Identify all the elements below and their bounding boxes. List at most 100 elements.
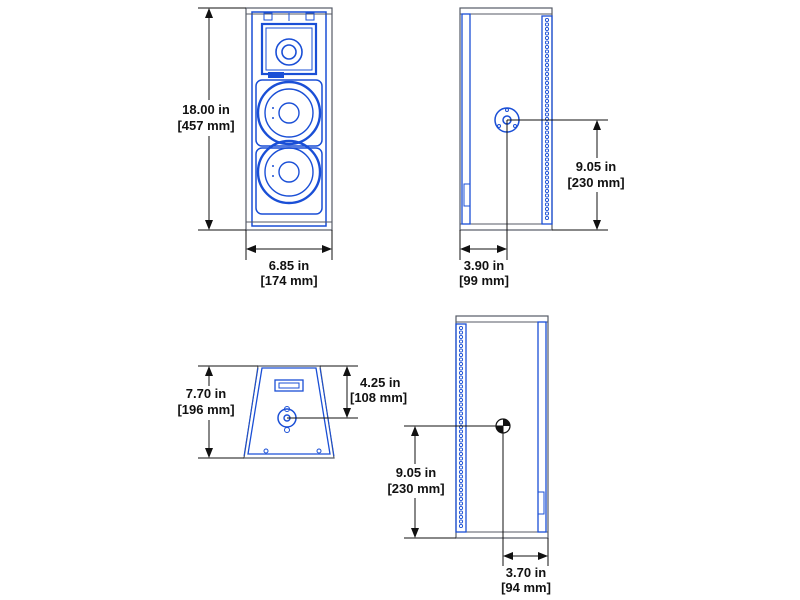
left-side-height-inches-label: 9.05 in <box>396 465 437 480</box>
grille-hole <box>544 152 550 158</box>
top-view <box>243 365 335 459</box>
grille-hole <box>458 370 464 376</box>
front-woofer-1-dot-b <box>272 117 274 119</box>
front-woofer-1-dustcap <box>278 102 300 124</box>
grille-hole <box>544 148 550 153</box>
grille-hole <box>544 35 550 41</box>
grille-hole <box>544 31 550 36</box>
grille-hole <box>458 334 464 340</box>
grille-hole <box>544 94 550 99</box>
grille-hole <box>544 166 550 171</box>
right-side-height-dimension <box>507 119 636 231</box>
grille-hole <box>458 429 464 434</box>
grille-hole <box>458 357 464 362</box>
top-view-depth-dimension <box>168 365 258 459</box>
right-side-depth-dimension <box>459 120 508 260</box>
grille-hole <box>458 330 464 335</box>
grille-hole <box>458 348 464 353</box>
grille-hole <box>458 519 464 524</box>
front-tweeter-plate <box>260 22 318 76</box>
grille-hole <box>458 406 464 412</box>
right-side-depth-mm-label: [99 mm] <box>459 273 509 288</box>
left-side-grille-strip <box>455 323 467 533</box>
grille-hole <box>458 487 464 493</box>
grille-hole <box>544 188 550 194</box>
grille-hole <box>458 460 464 466</box>
grille-hole <box>458 478 464 484</box>
top-view-handle-slot <box>274 379 304 392</box>
top-view-foot-left <box>263 448 269 454</box>
grille-hole <box>544 170 550 176</box>
grille-hole <box>544 71 550 77</box>
grille-hole <box>544 193 550 198</box>
grille-hole <box>458 438 464 443</box>
front-woofer-1-surround <box>256 80 322 146</box>
grille-hole <box>458 510 464 515</box>
top-view-screw-top <box>284 406 290 412</box>
right-side-mount-screw-top <box>505 108 509 112</box>
grille-hole <box>544 62 550 68</box>
grille-hole <box>458 523 464 529</box>
grille-hole <box>544 22 550 27</box>
grille-hole <box>544 179 550 185</box>
front-woofer-1-dot-a <box>272 107 274 109</box>
grille-hole <box>544 53 550 59</box>
grille-hole <box>544 26 550 32</box>
grille-hole <box>458 343 464 349</box>
top-view-mount-inches-label: 4.25 in <box>360 375 401 390</box>
grille-hole <box>458 325 464 331</box>
left-side-grille-perforations <box>458 325 464 529</box>
front-height-inches-label: 18.00 in <box>182 102 230 117</box>
grille-hole <box>458 465 464 470</box>
left-side-back-edge <box>537 321 547 533</box>
right-side-mount-screw-right <box>513 124 517 128</box>
front-logo-badge <box>268 72 284 78</box>
grille-hole <box>544 49 550 54</box>
front-width-mm-label: [174 mm] <box>260 273 317 288</box>
grille-hole <box>458 366 464 371</box>
grille-hole <box>458 415 464 421</box>
grille-hole <box>544 17 550 23</box>
grille-hole <box>544 121 550 126</box>
grille-hole <box>458 442 464 448</box>
grille-hole <box>544 211 550 216</box>
top-view-depth-inches-label: 7.70 in <box>186 386 227 401</box>
front-view <box>245 7 333 231</box>
right-side-height-mm-label: [230 mm] <box>567 175 624 190</box>
grille-hole <box>544 107 550 113</box>
grille-hole <box>458 339 464 344</box>
grille-hole <box>544 130 550 135</box>
grille-hole <box>544 134 550 140</box>
left-side-depth-mm-label: [94 mm] <box>501 580 551 595</box>
top-view-depth-mm-label: [196 mm] <box>177 402 234 417</box>
front-cabinet-inner <box>251 11 327 227</box>
grille-hole <box>458 469 464 475</box>
front-tweeter-horn <box>275 38 303 66</box>
grille-hole <box>458 433 464 439</box>
front-top-slot-right <box>305 12 315 21</box>
grille-hole <box>544 80 550 86</box>
grille-hole <box>544 175 550 180</box>
grille-hole <box>544 202 550 207</box>
grille-hole <box>458 352 464 358</box>
grille-hole <box>458 505 464 511</box>
grille-hole <box>544 215 550 221</box>
grille-hole <box>544 85 550 90</box>
front-width-inches-label: 6.85 in <box>269 258 310 273</box>
grille-hole <box>544 67 550 72</box>
top-view-foot-right <box>316 448 322 454</box>
grille-hole <box>544 44 550 50</box>
grille-hole <box>544 112 550 117</box>
grille-hole <box>458 447 464 452</box>
grille-hole <box>544 197 550 203</box>
left-side-height-mm-label: [230 mm] <box>387 481 444 496</box>
left-side-bracket <box>537 491 545 515</box>
right-side-view <box>459 7 553 231</box>
right-side-depth-inches-label: 3.90 in <box>464 258 505 273</box>
right-side-back-edge <box>461 13 471 225</box>
grille-hole <box>458 451 464 457</box>
grille-hole <box>544 76 550 81</box>
grille-hole <box>458 492 464 497</box>
top-view-mount-dimension <box>287 365 358 419</box>
